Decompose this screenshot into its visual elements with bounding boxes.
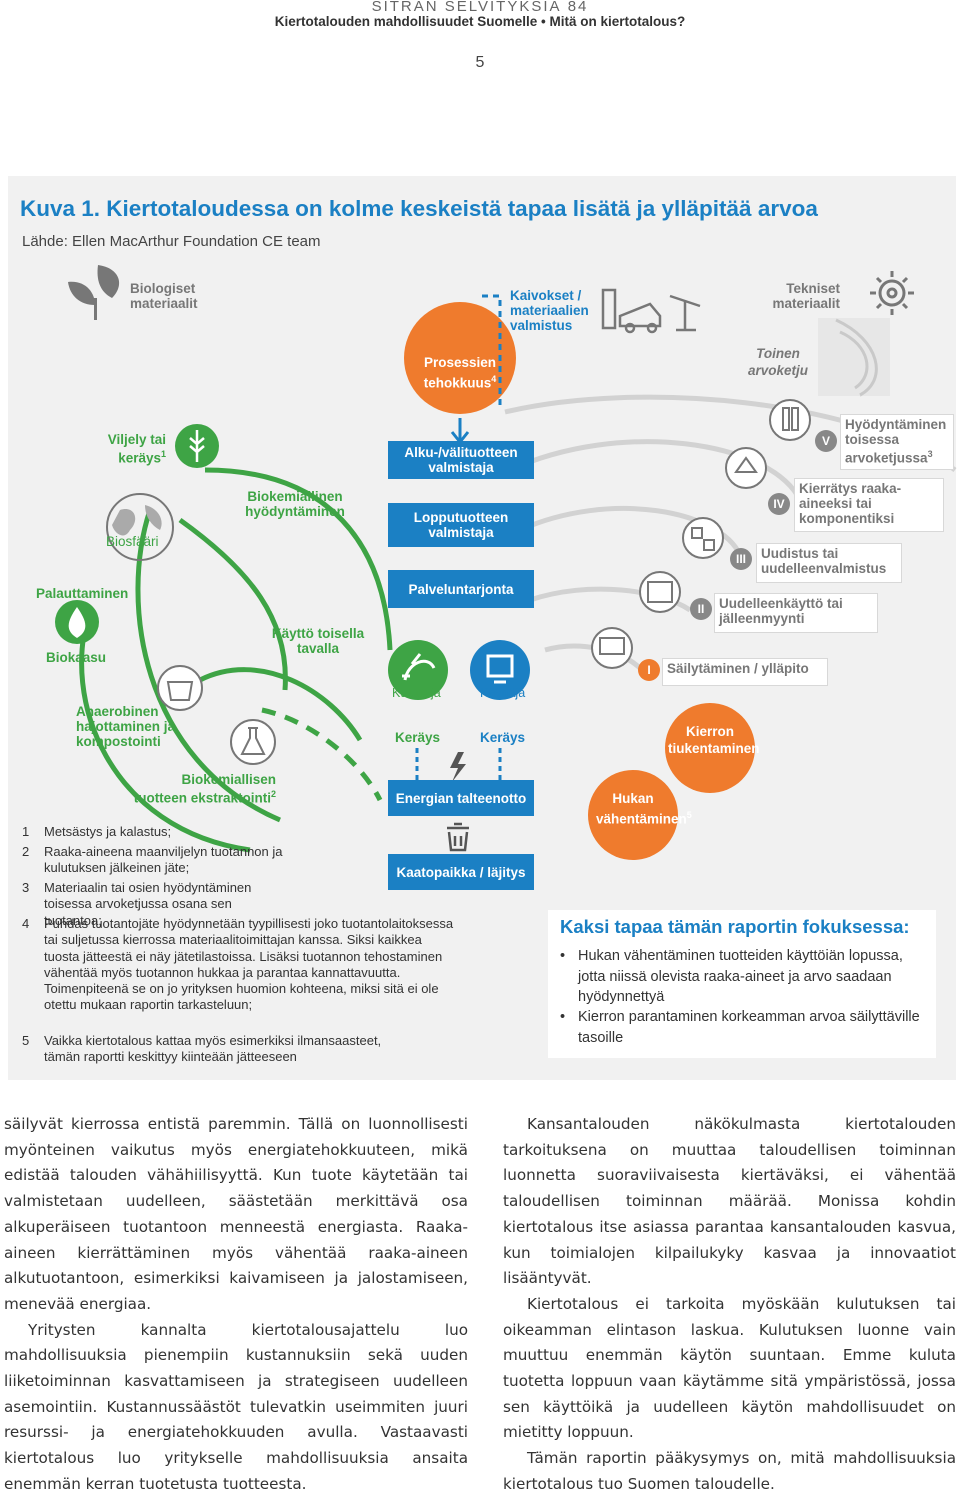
tech-arc-iii	[518, 506, 743, 557]
loop-i-panel: Säilytäminen / ylläpito	[662, 658, 828, 686]
loop-i-badge: I	[638, 659, 660, 681]
tech-arc-iv	[508, 439, 803, 502]
bio-inner-arc	[178, 517, 288, 691]
running-title: Kiertotalouden mahdollisuudet Suomelle •…	[274, 14, 686, 29]
body-paragraph: säilyvät kierrossa entistä paremmin. Täl…	[4, 1115, 468, 1313]
parts-production-box: Alku-/välituotteen valmistaja	[388, 441, 534, 479]
loop-iii-panel: Uudistus tai uudelleenvalmistus	[756, 543, 902, 583]
loop-ii-panel: Uudelleenkäyttö tai jälleenmyynti	[714, 593, 878, 633]
bio-left-arc	[135, 509, 281, 823]
mining-icon	[601, 288, 701, 334]
waste-reduction-label: Hukan vähentäminen5	[596, 791, 692, 827]
farming-label: Viljely tai keräys1	[107, 432, 166, 466]
arrow-to-parts	[450, 418, 470, 445]
user-label: Käyttäjä	[480, 686, 526, 700]
energy-recovery-box: Energian talteenotto	[388, 780, 534, 816]
bio-restoration-arc	[79, 609, 251, 853]
body-paragraph: Kiertotalous ei tarkoita myöskään kulutu…	[503, 1294, 956, 1442]
biochem-use-label: Biokemiallinen hyödyntäminen	[245, 489, 345, 519]
lightning-icon	[450, 752, 466, 782]
mining-label: Kaivokset / materiaalien valmistus	[510, 288, 589, 333]
focus-box	[548, 910, 936, 1058]
consumer-icon	[388, 640, 448, 700]
restoration-label: Palauttaminen	[36, 586, 129, 601]
body-column-right: Kansantalouden näkökulmasta kiertotaloud…	[503, 1112, 956, 1498]
bio-materials-label: Biologiset materiaalit	[130, 281, 198, 311]
butterfly-diagram	[55, 265, 957, 860]
consumer-label: Kuluttaja	[392, 686, 441, 700]
service-box: Palveluntarjonta	[388, 570, 534, 608]
loop-v-badge: V	[815, 430, 837, 452]
waste-reduction-circle	[588, 770, 678, 860]
mining-dashed-line	[482, 294, 502, 410]
body-paragraph: Kansantalouden näkökulmasta kiertotaloud…	[503, 1115, 956, 1288]
gear-icon	[870, 271, 914, 315]
cascade-label: Käyttö toisella tavalla	[271, 626, 365, 656]
extraction-label: Biokemiallisen tuotteen ekstraktointi2	[133, 772, 276, 806]
loop-tightening-label: Kierron tiukentaminen	[668, 724, 760, 756]
series-title: SITRAN SELVITYKSIÄ 84	[371, 0, 589, 15]
biosphere-label: Biosfääri	[106, 534, 159, 549]
globe-icon	[106, 493, 174, 561]
second-chain-panel	[818, 318, 890, 396]
monitor-icon	[591, 627, 633, 669]
loop-tightening-circle	[665, 703, 755, 793]
bio-extraction-arc	[198, 667, 363, 742]
loop-v-panel: Hyödyntäminen toisessa arvoketjussa3	[840, 414, 954, 470]
loop-iii-badge: III	[730, 548, 752, 570]
focus-item: •Kierron parantaminen korkeamman arvoa s…	[560, 1009, 920, 1046]
collection-right-label: Keräys	[480, 730, 526, 745]
trash-icon	[447, 822, 469, 852]
bio-outer-arc	[204, 467, 393, 651]
figure-source: Lähde: Ellen MacArthur Foundation CE tea…	[22, 233, 321, 250]
second-chain-label: Toinen arvoketju	[747, 346, 809, 378]
biogas-label: Biokaasu	[46, 650, 107, 665]
flask-icon	[230, 719, 276, 765]
page-number: 5	[475, 54, 485, 71]
recycle-icon	[725, 447, 767, 489]
box-icon	[639, 571, 681, 613]
figure-title: Kuva 1. Kiertotaloudessa on kolme keskei…	[20, 196, 818, 221]
process-efficiency-circle	[404, 302, 516, 414]
loop-iv-panel: Kierrätys raaka-aineeksi tai komponentik…	[794, 478, 944, 532]
biogas-icon	[55, 600, 99, 644]
wheat-icon	[175, 424, 219, 468]
body-column-left: säilyvät kierrossa entistä paremmin. Täl…	[4, 1112, 468, 1498]
focus-item: •Hukan vähentäminen tuotteiden käyttöiän…	[560, 948, 903, 1005]
process-efficiency-label: Prosessien tehokkuus4	[423, 355, 497, 391]
user-icon	[470, 640, 530, 700]
bio-cascade-dashed	[261, 707, 383, 802]
bottle-icon	[769, 399, 811, 441]
loop-iv-badge: IV	[768, 493, 790, 515]
collection-left-label: Keräys	[395, 730, 441, 745]
anaerobic-label: Anaerobinen hajottaminen ja kompostointi	[76, 704, 176, 749]
body-paragraph: Tämän raportin pääkysymys on, mitä mahdo…	[503, 1449, 956, 1493]
focus-title: Kaksi tapaa tämän raportin fokuksessa:	[560, 916, 910, 937]
compost-icon	[157, 665, 203, 711]
plant-icon	[68, 265, 120, 320]
tech-materials-label: Tekniset materiaalit	[772, 281, 840, 311]
product-production-box: Lopputuotteen valmistaja	[388, 503, 534, 547]
landfill-box: Kaatopaikka / läjitys	[388, 854, 534, 890]
loop-ii-badge: II	[690, 598, 712, 620]
body-paragraph: Yritysten kannalta kiertotalousajattelu …	[4, 1320, 468, 1493]
components-icon	[682, 517, 724, 559]
